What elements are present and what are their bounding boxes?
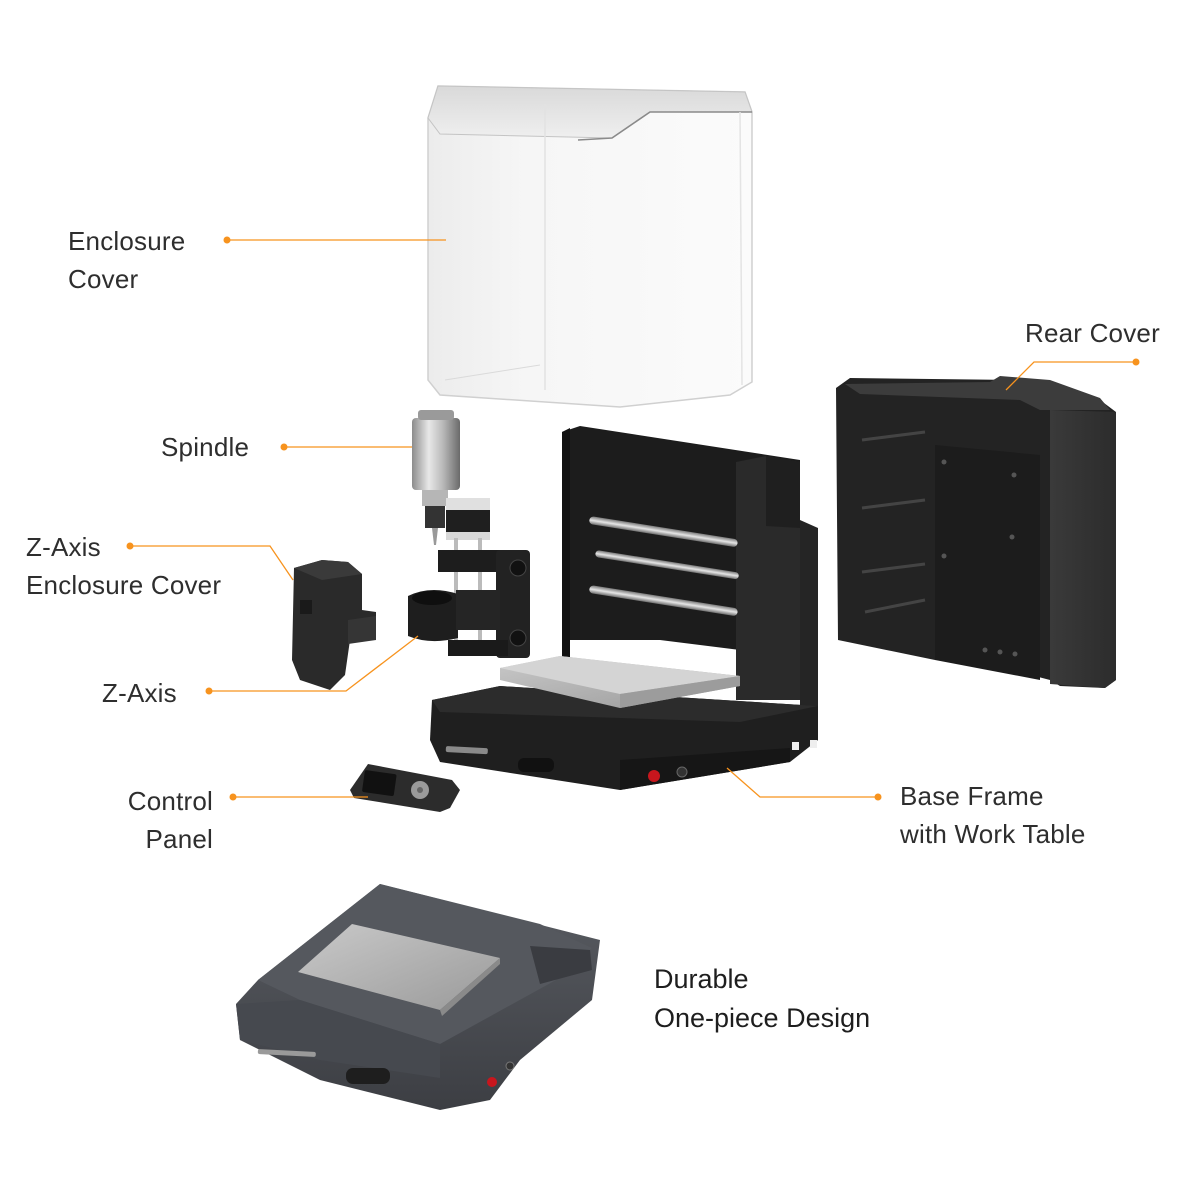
feature-line: Durable xyxy=(654,964,749,994)
rear-cover-part xyxy=(836,376,1116,688)
label-base-frame: Base Frame with Work Table xyxy=(900,777,1086,853)
base-frame-part xyxy=(430,426,818,790)
label-line: Rear Cover xyxy=(1025,318,1160,348)
label-line: Cover xyxy=(68,264,139,294)
label-line: Enclosure xyxy=(68,226,186,256)
label-z-axis-enclosure-cover: Z-Axis Enclosure Cover xyxy=(26,528,221,604)
one-piece-base-part xyxy=(236,884,600,1110)
label-line: Z-Axis xyxy=(26,532,101,562)
label-line: with Work Table xyxy=(900,819,1086,849)
control-panel-part xyxy=(350,764,460,812)
label-line: Enclosure Cover xyxy=(26,570,222,600)
label-rear-cover: Rear Cover xyxy=(1025,314,1160,352)
label-control-panel: Control Panel xyxy=(100,782,213,858)
z-axis-part xyxy=(408,498,530,658)
label-z-axis: Z-Axis xyxy=(102,674,177,712)
label-line: Spindle xyxy=(161,432,250,462)
label-line: Base Frame xyxy=(900,781,1044,811)
feature-text: Durable One-piece Design xyxy=(654,960,870,1038)
leader-lines xyxy=(130,239,1136,798)
leader-dots xyxy=(126,236,1140,801)
spindle-part xyxy=(412,410,460,545)
label-line: Control xyxy=(127,786,213,816)
label-line: Z-Axis xyxy=(102,678,177,708)
label-enclosure-cover: Enclosure Cover xyxy=(68,222,185,298)
label-spindle: Spindle xyxy=(161,428,249,466)
feature-line: One-piece Design xyxy=(654,1003,871,1033)
label-line: Panel xyxy=(145,824,213,854)
z-axis-enclosure-cover-part xyxy=(292,560,376,690)
enclosure-cover-part xyxy=(427,85,753,408)
